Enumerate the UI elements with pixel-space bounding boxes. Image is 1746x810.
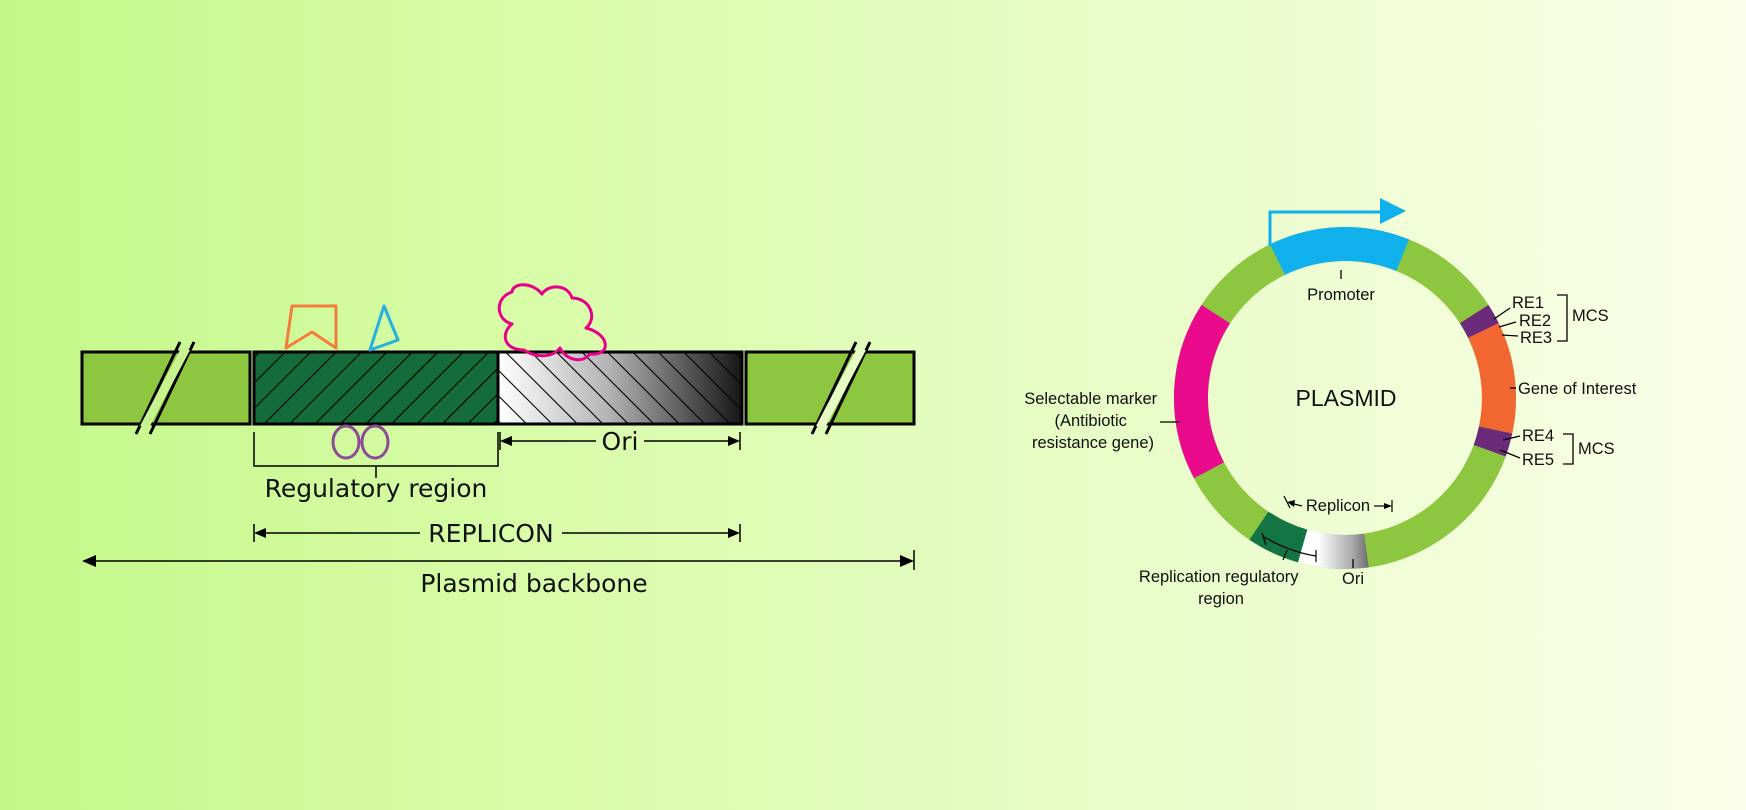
re5-label: RE5 [1522,451,1554,469]
replication-regulatory-line-1: Replication regulatory [1139,568,1299,586]
gene-of-interest-label: Gene of Interest [1518,380,1637,398]
mcs-segment-bottom [1473,426,1513,457]
promoter-arrow-icon [1268,198,1406,246]
promoter-segment [1270,227,1410,276]
selectable-marker-line-3: resistance gene) [1032,434,1154,452]
ori-segment [1297,529,1369,569]
plasmid-title: PLASMID [1296,385,1397,411]
orange-pentagon-icon [284,304,338,350]
purple-loops-icon [331,424,390,460]
circular-plasmid-map: PLASMID Promoter RE1 RE2 RE3 MCS Gene of… [1024,198,1637,608]
replication-regulatory-line-2: region [1198,590,1244,608]
replicon-label-circular: Replicon [1306,497,1370,515]
selectable-marker-line-1: Selectable marker [1024,390,1157,408]
re4-label: RE4 [1522,427,1554,445]
ori-range-arrow [499,432,741,450]
pink-flower-icon [497,283,607,362]
selectable-marker-segment [1173,304,1231,479]
ori-label-circular: Ori [1342,570,1364,588]
replication-regulatory-region-label: Replication regulatory region [1139,568,1303,608]
blue-triangle-icon [368,304,400,352]
re2-label: RE2 [1519,312,1551,330]
backbone-range-arrow [82,550,915,570]
selectable-marker-line-2: (Antibiotic [1054,412,1126,430]
regulatory-region-bracket [253,432,499,478]
replication-region-segment [1249,511,1308,563]
re3-label: RE3 [1520,329,1552,347]
selectable-marker-label: Selectable marker (Antibiotic resistance… [1024,390,1162,452]
re1-label: RE1 [1512,294,1544,312]
linear-plasmid-map: Regulatory region Ori REPLICON [80,283,916,598]
mcs-top-label: MCS [1572,307,1609,325]
gene-of-interest-segment [1467,323,1516,434]
promoter-label: Promoter [1307,286,1375,304]
ori-label-linear: Ori [602,427,639,456]
replicon-range-arrow [253,524,741,542]
replicon-label-linear: REPLICON [428,519,553,548]
plasmid-backbone-label: Plasmid backbone [420,569,647,598]
mcs-segment-top [1459,304,1499,339]
regulatory-region-label: Regulatory region [265,474,488,503]
break-mark-left [134,341,196,435]
break-mark-right [810,341,872,435]
mcs-bottom-label: MCS [1578,440,1615,458]
